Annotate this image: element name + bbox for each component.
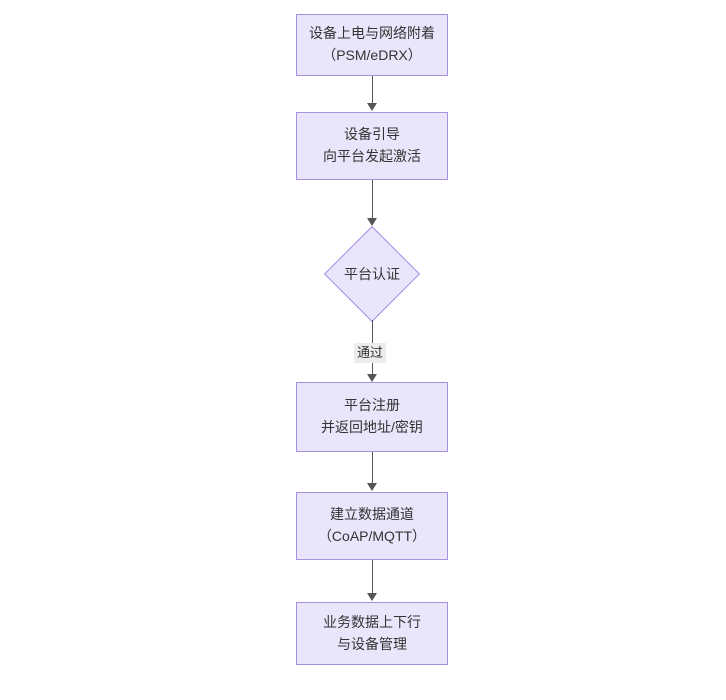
flow-edge-e5-arrowhead	[367, 593, 377, 601]
flow-node-platform-register-line2: 并返回地址/密钥	[321, 419, 423, 435]
flow-node-data-channel-line2: （CoAP/MQTT）	[317, 528, 427, 544]
flow-node-platform-auth[interactable]: 平台认证	[322, 225, 422, 323]
flow-node-data-channel[interactable]: 建立数据通道 （CoAP/MQTT）	[296, 492, 448, 560]
flow-node-power-on-line2: （PSM/eDRX）	[322, 47, 422, 63]
flow-node-platform-auth-label: 平台认证	[344, 265, 400, 282]
flow-node-power-on-line1: 设备上电与网络附着	[309, 25, 435, 42]
flow-node-business-data[interactable]: 业务数据上下行 与设备管理	[296, 602, 448, 665]
flow-edge-e1-line	[371, 76, 373, 104]
flow-node-power-on[interactable]: 设备上电与网络附着 （PSM/eDRX）	[296, 14, 448, 76]
flow-edge-e4-arrowhead	[367, 483, 377, 491]
flow-edge-e2-line	[371, 180, 373, 219]
flow-edge-e3-arrowhead	[367, 374, 377, 382]
flow-node-platform-register-line1: 平台注册	[344, 397, 400, 414]
flow-node-business-data-line1: 业务数据上下行	[323, 613, 421, 630]
flow-edge-e4-line	[371, 452, 373, 484]
flow-node-bootstrap[interactable]: 设备引导 向平台发起激活	[296, 112, 448, 180]
flow-node-bootstrap-line1: 设备引导	[344, 126, 400, 143]
flow-edge-e1-arrowhead	[367, 103, 377, 111]
flow-node-bootstrap-line2: 向平台发起激活	[323, 148, 421, 164]
flow-edge-e2-arrowhead	[367, 218, 377, 226]
flow-edge-e3-label: 通过	[354, 343, 387, 364]
flow-node-business-data-line2: 与设备管理	[337, 635, 407, 652]
flow-edge-e5-line	[371, 560, 373, 594]
flow-node-platform-register[interactable]: 平台注册 并返回地址/密钥	[296, 382, 448, 452]
flow-node-data-channel-line1: 建立数据通道	[330, 506, 414, 523]
